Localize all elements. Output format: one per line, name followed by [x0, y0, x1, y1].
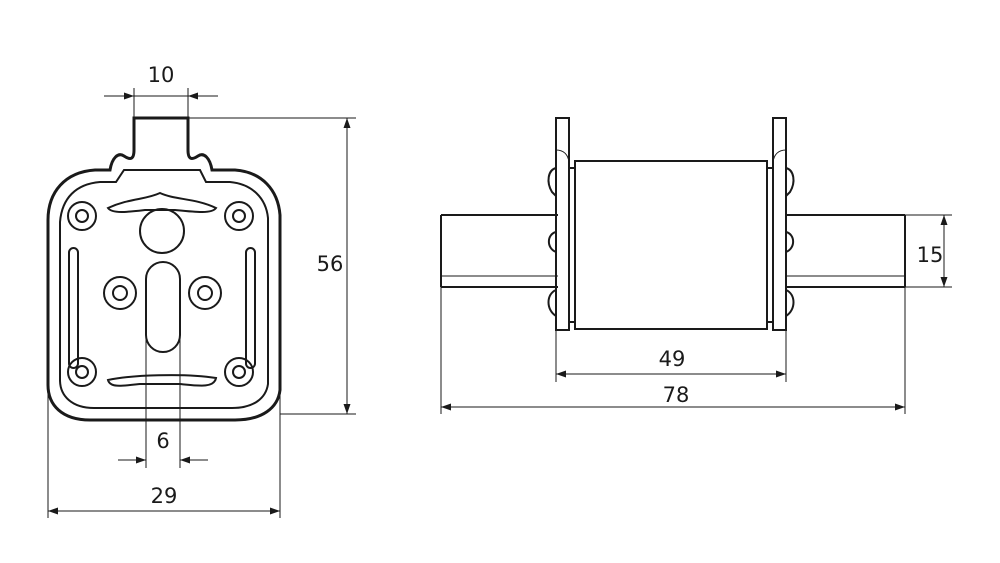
right-side-slot — [245, 247, 256, 369]
dim-side-total-length: 78 — [440, 287, 906, 414]
front-width-label: 29 — [151, 484, 178, 508]
side-body-length-label: 49 — [659, 347, 686, 371]
left-end-cap — [547, 117, 576, 331]
front-view: 10 56 6 29 — [46, 63, 356, 518]
left-side-slot — [68, 247, 79, 369]
bolt-middle-left — [103, 276, 137, 310]
side-total-length-label: 78 — [663, 383, 690, 407]
dim-front-tab-width: 10 — [104, 63, 218, 118]
fuse-body — [574, 160, 768, 330]
front-outline-outer — [46, 116, 282, 422]
front-height-label: 56 — [317, 252, 344, 276]
top-arc-slot — [106, 191, 218, 213]
front-slot-width-label: 6 — [156, 429, 169, 453]
top-hole — [139, 208, 185, 254]
bolt-bottom-right — [224, 357, 254, 387]
dim-front-slot-width: 6 — [118, 330, 208, 468]
front-tab-width-label: 10 — [148, 63, 175, 87]
dim-side-body-length: 49 — [555, 330, 787, 382]
blade — [440, 214, 906, 288]
bolt-top-left — [67, 201, 97, 231]
bottom-arc-slot — [106, 374, 218, 387]
side-view: 15 49 78 — [440, 117, 952, 414]
side-blade-thickness-label: 15 — [917, 243, 944, 267]
bolt-bottom-left — [67, 357, 97, 387]
right-end-cap — [766, 117, 795, 331]
dim-side-blade-thickness: 15 — [905, 214, 952, 288]
bolt-middle-right — [188, 276, 222, 310]
center-slot — [145, 261, 181, 353]
dim-front-width: 29 — [47, 392, 281, 518]
bolt-top-right — [224, 201, 254, 231]
front-outline-inner — [59, 169, 269, 409]
dim-front-height: 56 — [188, 117, 356, 415]
